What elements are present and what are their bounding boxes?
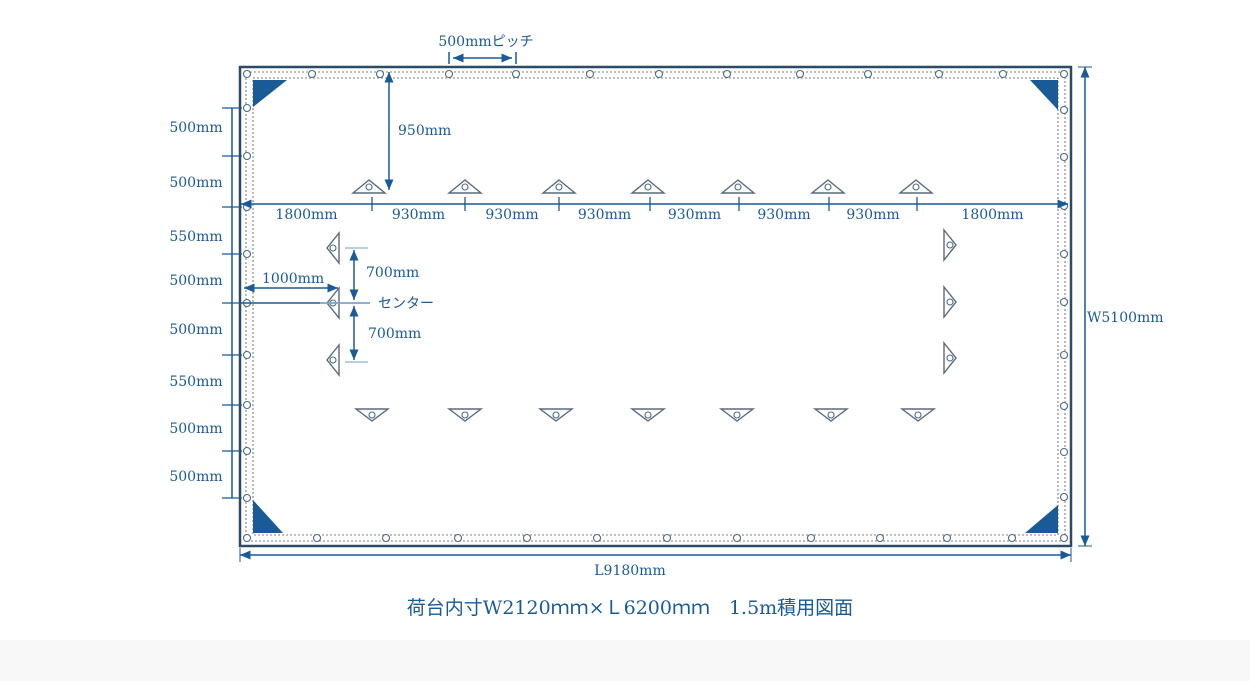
length-label: L9180mm xyxy=(594,563,665,579)
fitting-ring xyxy=(946,298,954,306)
fitting-ring xyxy=(461,411,469,419)
top-offset-label: 950mm xyxy=(398,123,451,139)
grommet xyxy=(1059,249,1069,259)
grommet xyxy=(381,533,391,543)
inner-offset-label: 1000mm xyxy=(262,271,324,287)
grommet xyxy=(1059,152,1069,162)
fitting-ring xyxy=(329,244,337,252)
horizontal-dimension-label: 930mm xyxy=(392,207,445,223)
horizontal-dimension-label: 930mm xyxy=(757,207,810,223)
fitting-ring xyxy=(912,183,920,191)
grommet xyxy=(942,533,952,543)
fitting-ring xyxy=(824,183,832,191)
horizontal-dimension-label: 1800mm xyxy=(961,207,1023,223)
caption: 荷台内寸W2120ｍｍ×Ｌ6200ｍｍ 1.5m積用図面 xyxy=(407,597,853,619)
grommet xyxy=(242,446,252,456)
fitting-ring xyxy=(552,411,560,419)
grommet xyxy=(307,69,317,79)
horizontal-dimension-label: 930mm xyxy=(846,207,899,223)
fitting-ring xyxy=(555,183,563,191)
grommet xyxy=(732,533,742,543)
grommet xyxy=(1059,105,1069,115)
grommet xyxy=(312,533,322,543)
grommet xyxy=(1059,492,1069,502)
grommet xyxy=(375,69,385,79)
fitting-ring xyxy=(827,411,835,419)
grommet xyxy=(1059,533,1069,543)
horizontal-dimension-label: 1800mm xyxy=(275,207,337,223)
center-label: センター xyxy=(378,296,434,312)
grommet xyxy=(934,69,944,79)
fitting-ring xyxy=(914,411,922,419)
grommet xyxy=(242,249,252,259)
fitting-ring xyxy=(734,183,742,191)
grommet xyxy=(522,533,532,543)
grommet xyxy=(242,493,252,503)
fitting-ring xyxy=(644,183,652,191)
upper-700-label: 700mm xyxy=(366,265,419,281)
grommet xyxy=(511,69,521,79)
lower-700-label: 700mm xyxy=(368,326,421,342)
fitting-ring xyxy=(461,183,469,191)
grommet xyxy=(1059,69,1069,79)
left-dimension-label: 500mm xyxy=(169,175,222,191)
left-dimension-label: 500mm xyxy=(169,469,222,485)
fitting-ring xyxy=(946,354,954,362)
fitting-ring xyxy=(946,241,954,249)
hem-line-inner xyxy=(252,77,1059,536)
left-dimension-label: 500mm xyxy=(169,120,222,136)
grommet xyxy=(875,533,885,543)
grommet xyxy=(806,533,816,543)
grommet xyxy=(592,533,602,543)
grommet xyxy=(1059,447,1069,457)
fitting-ring xyxy=(329,356,337,364)
footer-band xyxy=(0,640,1250,681)
grommet xyxy=(863,69,873,79)
corner-reinforcement-br xyxy=(1025,505,1058,533)
left-dimension-label: 500mm xyxy=(169,322,222,338)
sheet-outline xyxy=(238,65,1073,548)
grommet xyxy=(998,69,1008,79)
grommet xyxy=(662,533,672,543)
grommet xyxy=(654,69,664,79)
left-dimension-label: 500mm xyxy=(169,421,222,437)
corner-reinforcement-tl xyxy=(253,80,287,107)
grommet xyxy=(453,533,463,543)
fitting-ring xyxy=(365,183,373,191)
grommet xyxy=(1007,533,1017,543)
left-dimension-label: 550mm xyxy=(169,374,222,390)
corner-reinforcement-tr xyxy=(1030,80,1058,110)
grommet xyxy=(722,69,732,79)
grommet xyxy=(444,69,454,79)
grommet xyxy=(242,350,252,360)
grommet xyxy=(242,400,252,410)
horizontal-dimension-label: 930mm xyxy=(668,207,721,223)
grommet xyxy=(1059,401,1069,411)
grommet xyxy=(242,103,252,113)
fitting-ring xyxy=(644,411,652,419)
grommet xyxy=(242,69,252,79)
grommet xyxy=(1059,350,1069,360)
horizontal-dimension-label: 930mm xyxy=(578,207,631,223)
grommet xyxy=(1059,297,1069,307)
width-label: W5100mm xyxy=(1087,310,1164,326)
grommet xyxy=(242,533,252,543)
left-dimension-label: 550mm xyxy=(169,229,222,245)
fitting-ring xyxy=(368,411,376,419)
horizontal-dimension-label: 930mm xyxy=(485,207,538,223)
grommet xyxy=(795,69,805,79)
grommet xyxy=(585,69,595,79)
corner-reinforcement-bl xyxy=(253,500,283,533)
left-dimension-label: 500mm xyxy=(169,273,222,289)
fitting-ring xyxy=(733,411,741,419)
pitch-label: 500mmピッチ xyxy=(438,34,533,50)
grommet xyxy=(242,151,252,161)
